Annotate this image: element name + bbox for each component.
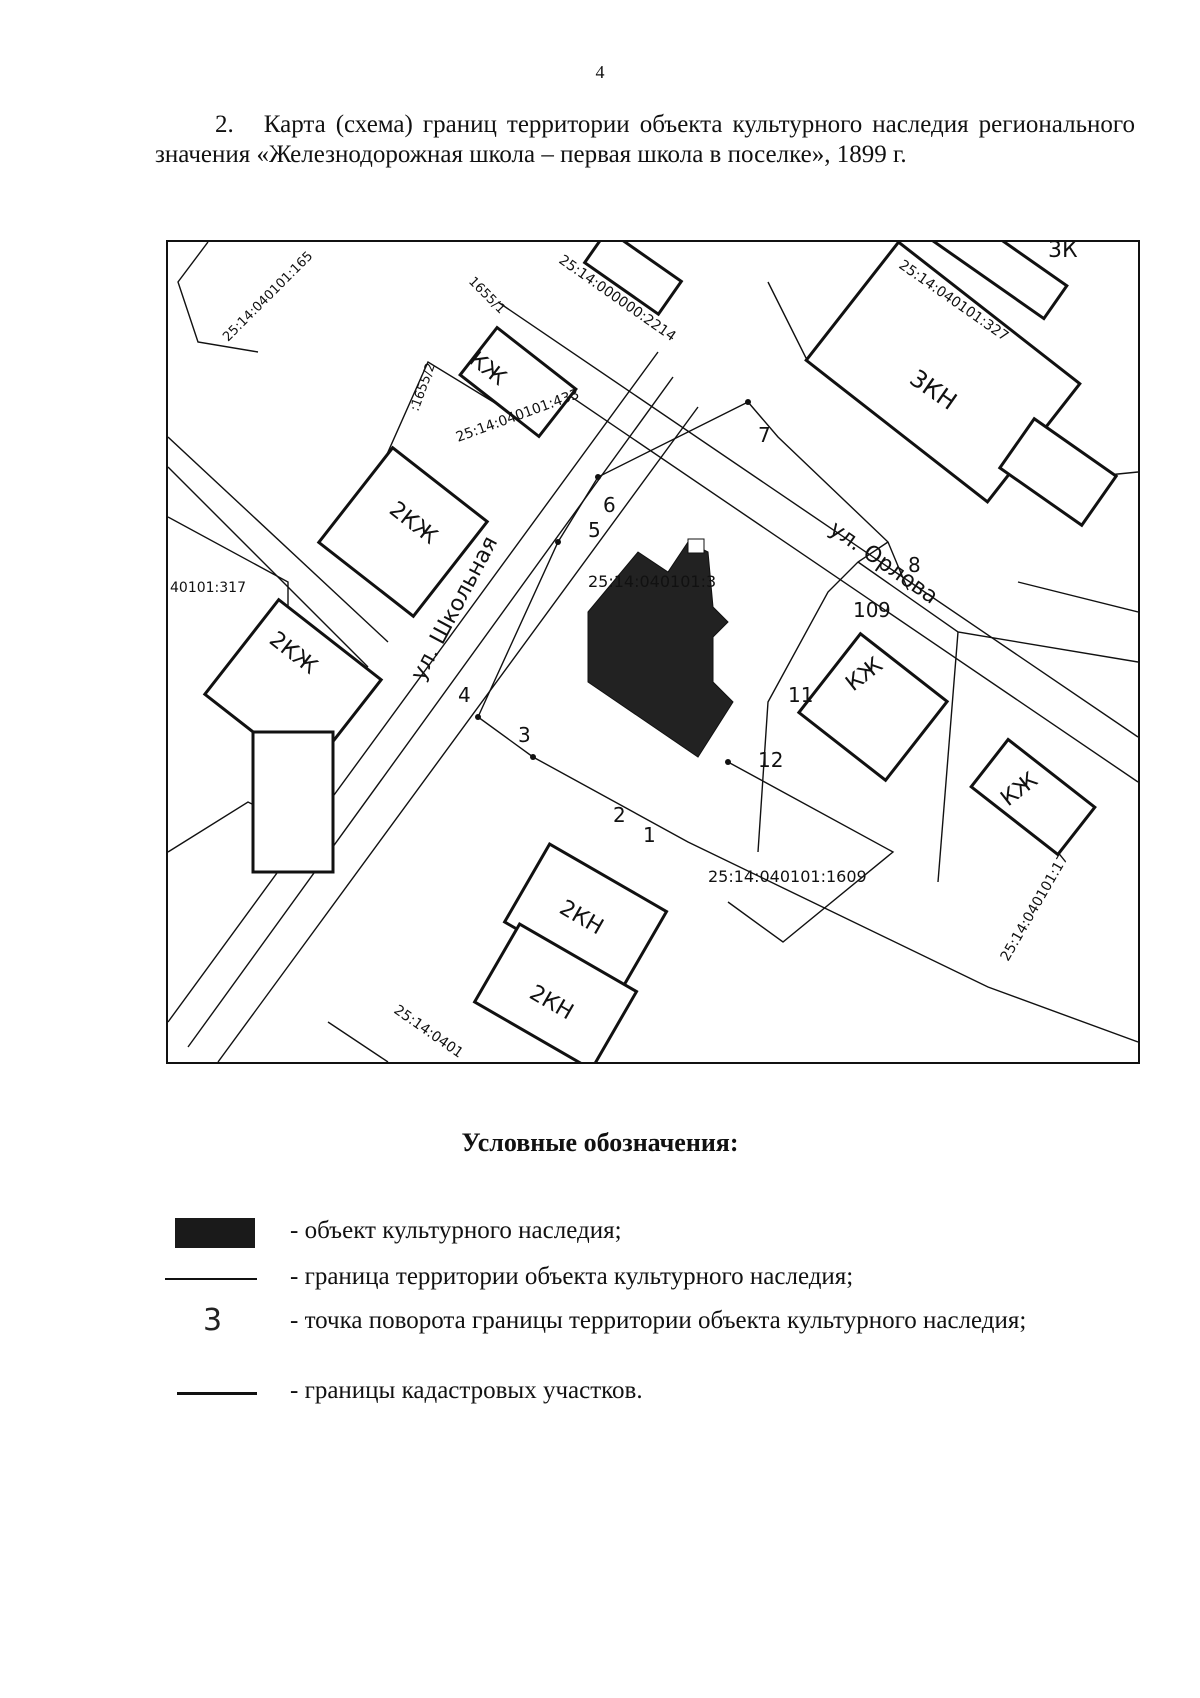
legend-text: - точка поворота границы территории объе… bbox=[290, 1307, 1027, 1334]
point-number: 12 bbox=[758, 748, 783, 772]
parcel-label: 25:14:040101:1609 bbox=[708, 867, 867, 886]
point-number: 6 bbox=[603, 493, 616, 517]
parcel-label: :1655/2 bbox=[408, 361, 439, 413]
parcel-label: 25:14:040101:165 bbox=[220, 249, 316, 345]
legend-title: Условные обозначения: bbox=[461, 1128, 739, 1157]
map-buildings bbox=[202, 242, 1119, 1062]
point-number: 2 bbox=[613, 803, 626, 827]
legend-text: - объект культурного наследия; bbox=[290, 1217, 622, 1244]
legend-symbol-turning-point: 3 bbox=[203, 1303, 223, 1338]
point-number: 10 bbox=[853, 598, 878, 622]
point-number: 7 bbox=[758, 423, 771, 447]
legend-symbol-cadastral-borders bbox=[177, 1392, 257, 1395]
point-number: 5 bbox=[588, 518, 601, 542]
turning-points bbox=[475, 399, 751, 765]
legend-symbol-heritage bbox=[175, 1218, 255, 1248]
heritage-object bbox=[587, 538, 734, 758]
parcel-label: 25:14:0401 bbox=[391, 1002, 466, 1061]
page-number: 4 bbox=[595, 62, 605, 82]
street-label: ул. Орлова bbox=[825, 516, 943, 609]
map-svg: ул. Школьная ул. Орлова 25:14:040101:3 2… bbox=[168, 242, 1138, 1062]
point-number: 11 bbox=[788, 683, 813, 707]
parcel-label: 40101:317 bbox=[170, 580, 246, 596]
legend-text: - граница территории объекта культурного… bbox=[290, 1263, 854, 1290]
map-heading: 2.Карта (схема) границ территории объект… bbox=[155, 110, 1135, 170]
point-number: 4 bbox=[458, 683, 471, 707]
point-number: 8 bbox=[908, 553, 921, 577]
parcel-label: 25:14:040101:17 bbox=[998, 851, 1072, 964]
legend-text: - границы кадастровых участков. bbox=[290, 1377, 643, 1404]
parcel-label: 1655/1 bbox=[465, 274, 508, 317]
turning-point-numbers: 1 2 3 4 5 6 7 8 9 10 11 12 bbox=[458, 423, 921, 847]
cadastral-map: ул. Школьная ул. Орлова 25:14:040101:3 2… bbox=[166, 240, 1140, 1064]
legend-symbol-territory-border bbox=[165, 1278, 257, 1280]
point-number: 1 bbox=[643, 823, 656, 847]
point-number: 3 bbox=[518, 723, 531, 747]
map-linework bbox=[168, 242, 1138, 1062]
building-label: 3К bbox=[1048, 242, 1078, 263]
heading-number: 2. bbox=[215, 111, 234, 138]
point-number: 9 bbox=[878, 598, 891, 622]
parcel-label: 25:14:040101:3 bbox=[588, 572, 716, 591]
heading-text: Карта (схема) границ территории объекта … bbox=[155, 111, 1135, 168]
